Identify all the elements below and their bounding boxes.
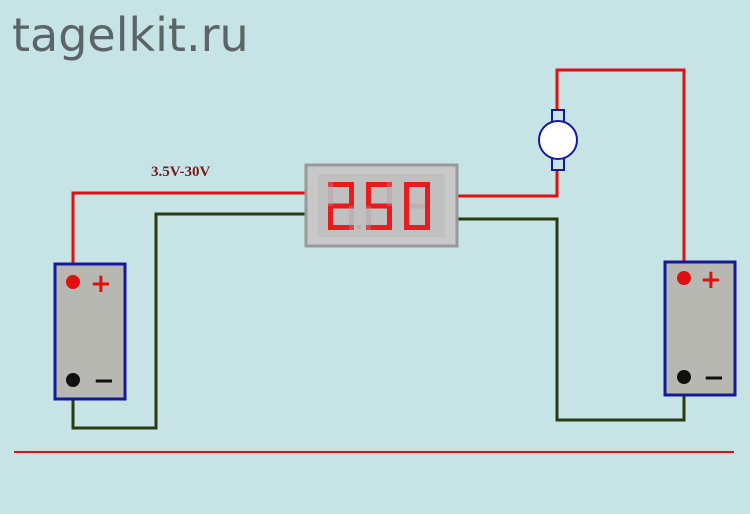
decimal-point — [357, 225, 361, 229]
segment-2-d — [404, 225, 430, 230]
supply-voltage-label: 3.5V-30V — [151, 164, 210, 180]
battery-left-negative-terminal — [66, 373, 80, 387]
wire-meter-to-right-negative — [457, 217, 686, 422]
battery-left-plus-sign: + — [90, 269, 112, 299]
battery-left-positive-terminal — [66, 275, 80, 289]
segment-2-b — [425, 182, 430, 206]
segment-1-f — [366, 182, 371, 206]
segment-1-e — [366, 206, 371, 230]
battery-left-minus-sign: − — [93, 366, 115, 396]
battery-icon — [53, 262, 127, 401]
segment-0-b — [349, 182, 354, 206]
segment-1-b — [387, 182, 392, 206]
wire-left-negative — [71, 212, 308, 430]
voltmeter: 250 — [304, 163, 459, 248]
segment-2-e — [404, 206, 409, 230]
battery-right-positive-terminal — [677, 271, 691, 285]
segment-0-g — [328, 203, 354, 209]
battery-left: + − — [53, 262, 127, 401]
segment-2-c — [425, 206, 430, 230]
watermark-text: tagelkit.ru — [12, 8, 249, 62]
segment-0-a — [328, 182, 354, 187]
segment-2-f — [404, 182, 409, 206]
wire-left-positive — [71, 191, 308, 280]
battery-right-minus-sign: − — [703, 363, 725, 393]
battery-right-negative-terminal — [677, 370, 691, 384]
segment-0-d — [328, 225, 354, 230]
segment-2-g — [404, 203, 430, 209]
segment-0-f — [328, 182, 333, 206]
segment-1-c — [387, 206, 392, 230]
segment-1-a — [366, 182, 392, 187]
wire-meter-to-motor — [457, 168, 559, 198]
segment-2-a — [404, 182, 430, 187]
segment-1-g — [366, 203, 392, 209]
wire-motor-to-right-positive — [555, 68, 686, 277]
segment-0-e — [328, 206, 333, 230]
dc-motor-icon — [538, 109, 578, 171]
battery-icon — [663, 260, 737, 397]
battery-right: + − — [663, 260, 737, 397]
seven-segment-display-icon — [328, 182, 430, 230]
segment-0-c — [349, 206, 354, 230]
segment-1-d — [366, 225, 392, 230]
battery-right-plus-sign: + — [700, 265, 722, 295]
